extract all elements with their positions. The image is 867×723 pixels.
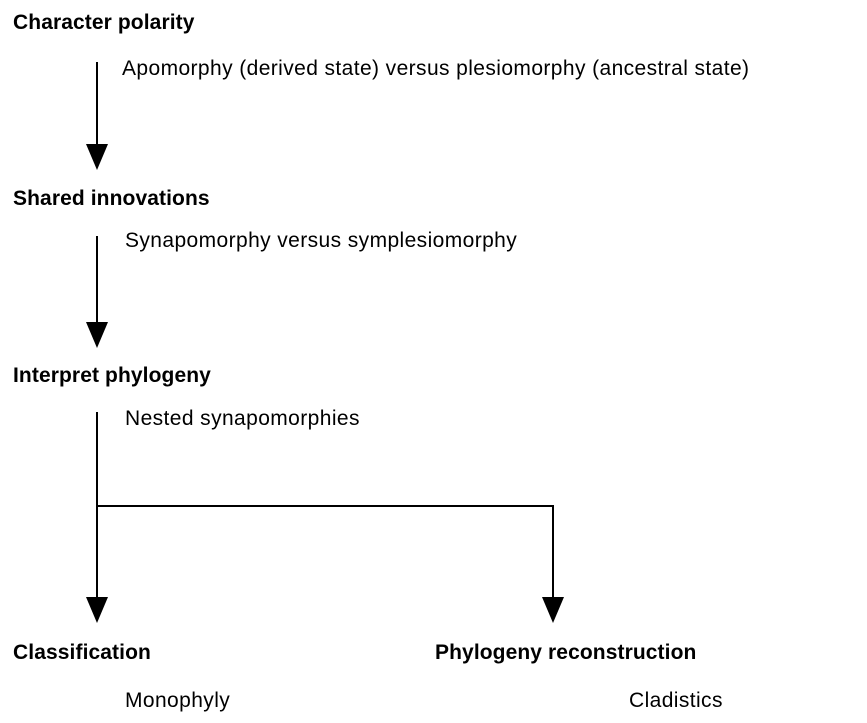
branch-connector (86, 412, 564, 623)
outcome-detail-cladistics: Cladistics (629, 689, 723, 712)
branch-arrowhead-left (86, 597, 108, 623)
down-arrow-1 (86, 62, 108, 170)
step-title-shared-innovations: Shared innovations (13, 187, 210, 210)
step-detail-shared-innovations: Synapomorphy versus symplesiomorphy (125, 229, 518, 252)
step-detail-character-polarity: Apomorphy (derived state) versus plesiom… (122, 57, 750, 80)
outcome-title-phylogeny-reconstruction: Phylogeny reconstruction (435, 641, 697, 664)
branch-arrowhead-right (542, 597, 564, 623)
down-arrow-2 (86, 236, 108, 348)
outcome-detail-monophyly: Monophyly (125, 689, 231, 712)
step-detail-interpret-phylogeny: Nested synapomorphies (125, 407, 360, 430)
outcome-title-classification: Classification (13, 641, 151, 664)
step-title-character-polarity: Character polarity (13, 11, 195, 34)
step-title-interpret-phylogeny: Interpret phylogeny (13, 364, 211, 387)
